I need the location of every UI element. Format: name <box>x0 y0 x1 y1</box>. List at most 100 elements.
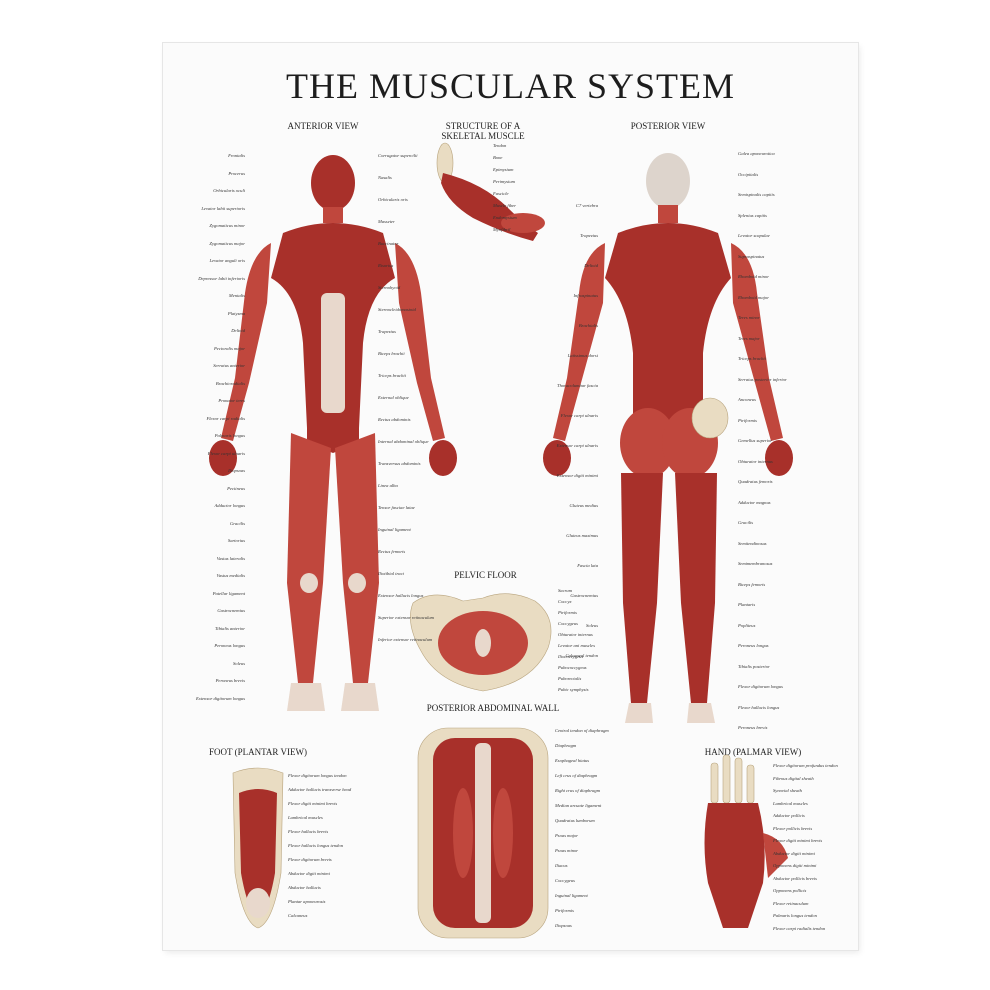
posterior-right-label: Supraspinatus <box>738 253 765 259</box>
anterior-left-label: Zygomaticus major <box>209 240 245 246</box>
abdominal-label: Quadratus lumborum <box>555 818 595 823</box>
foot-label: Flexor digitorum brevis <box>288 857 332 862</box>
structure-label: Endomysium <box>493 215 517 220</box>
anterior-left-label: Extensor digitorum longus <box>196 695 245 701</box>
hand-label: Abductor digiti minimi <box>773 850 815 856</box>
anterior-left-label: Levator anguli oris <box>209 258 245 263</box>
posterior-left-label: Thoracolumbar fascia <box>557 383 598 388</box>
anterior-left-label: Flexor carpi ulnaris <box>207 450 245 456</box>
posterior-left-label: Soleus <box>586 623 598 628</box>
posterior-right-label: Rhomboid major <box>738 294 770 300</box>
anterior-left-label: Tibialis anterior <box>215 625 245 631</box>
anterior-left-label: Palmaris longus <box>214 433 245 438</box>
posterior-abdominal-wall-heading: POSTERIOR ABDOMINAL WALL <box>426 703 560 713</box>
posterior-right-label: Tibialis posterior <box>738 663 770 669</box>
posterior-right-label: Splenius capitis <box>738 212 767 218</box>
anterior-left-label: Brachioradialis <box>215 380 245 386</box>
posterior-right-label: Levator scapulae <box>738 233 770 238</box>
anterior-left-label: Peroneus brevis <box>215 678 245 683</box>
anterior-right-label: Tensor fasciae latae <box>378 505 415 510</box>
anterior-left-label: Serratus anterior <box>213 363 245 368</box>
abdominal-label: Diaphragm <box>555 743 577 748</box>
anterior-right-label: Transversus abdominis <box>378 461 421 466</box>
anterior-left-label: Sartorius <box>227 538 245 543</box>
anterior-right-label: External oblique <box>378 395 409 400</box>
abdominal-label: Psoas minor <box>555 848 579 853</box>
pelvic-label: Coccyx <box>558 599 572 604</box>
anterior-right-label: Sternocleidomastoid <box>378 307 416 312</box>
posterior-figure <box>543 153 793 723</box>
structure-label: Fascicle <box>493 191 509 196</box>
anterior-right-label: Inguinal ligament <box>378 527 411 532</box>
structure-label: Epimysium <box>493 167 514 172</box>
abdominal-label: Central tendon of diaphragm <box>555 728 609 733</box>
anterior-right-label: Triceps brachii <box>378 373 406 378</box>
anterior-left-label: Zygomaticus minor <box>209 223 245 228</box>
posterior-left-label: Brachialis <box>578 323 598 328</box>
hand-label: Opponens digiti minimi <box>773 863 817 868</box>
posterior-right-label: Adductor magnus <box>738 499 771 505</box>
foot-label: Flexor hallucis longus tendon <box>288 843 343 848</box>
anterior-right-label: Iliotibial tract <box>378 571 404 576</box>
posterior-right-label: Obturator internus <box>738 458 773 464</box>
pelvic-label: Iliococcygeus <box>558 654 584 659</box>
anatomy-illustrations <box>209 142 793 939</box>
posterior-right-label: Anconeus <box>738 397 756 402</box>
posterior-right-label: Flexor digitorum longus <box>738 684 783 689</box>
anterior-left-label: Peroneus longus <box>214 643 245 648</box>
posterior-left-label: Gastrocnemius <box>570 593 598 598</box>
posterior-right-label: Serratus posterior inferior <box>738 376 787 382</box>
foot-label: Lumbrical muscles <box>288 815 323 820</box>
posterior-left-label: Trapezius <box>580 233 598 238</box>
anterior-left-label: Pectineus <box>227 485 245 491</box>
structure-label: Tendon <box>493 143 507 148</box>
hand-palmar-illustration <box>704 754 788 928</box>
anterior-right-label: Linea alba <box>378 483 398 488</box>
anterior-left-label: Pectoralis major <box>213 345 245 351</box>
anterior-left-label: Vastus lateralis <box>216 555 245 561</box>
hand-label: Flexor digitorum profundus tendon <box>773 763 838 768</box>
posterior-left-label: Extensor carpi ulnaris <box>556 443 598 448</box>
anatomy-poster: THE MUSCULAR SYSTEM ANTERIOR VIEW STRUCT… <box>163 43 858 950</box>
posterior-left-label: Deltoid <box>584 263 598 268</box>
structure-label: Bone <box>493 155 503 160</box>
abdominal-label: Left crus of diaphragm <box>555 773 598 778</box>
posterior-right-label: Semitendinosus <box>738 540 767 546</box>
posterior-right-label: Popliteus <box>738 622 756 628</box>
foot-label: Adductor hallucis transverse head <box>288 787 352 792</box>
anterior-left-label: Pronator teres <box>218 398 245 403</box>
hand-label: Fibrous digital sheath <box>773 775 814 781</box>
posterior-right-label: Semimembranosus <box>738 561 773 566</box>
skeletal-muscle-heading: STRUCTURE OF A SKELETAL MUSCLE <box>423 121 543 141</box>
hand-label: Flexor digiti minimi brevis <box>773 838 823 843</box>
pelvic-floor-illustration <box>410 593 552 692</box>
anterior-right-label: Internal abdominal oblique <box>378 439 429 444</box>
pelvic-label: Piriformis <box>558 610 577 615</box>
posterior-abdominal-wall-illustration <box>417 727 549 939</box>
pelvic-floor-heading: PELVIC FLOOR <box>454 570 517 580</box>
hand-label: Flexor carpi radialis tendon <box>773 925 826 931</box>
foot-label: Calcaneus <box>288 913 308 918</box>
anterior-left-label: Frontalis <box>228 153 245 158</box>
skeletal-muscle-heading-line1: STRUCTURE OF A <box>445 121 521 131</box>
anterior-left-label: Gastrocnemius <box>217 608 245 613</box>
posterior-right-label: Biceps femoris <box>738 581 766 587</box>
posterior-right-label: Peroneus longus <box>738 643 769 648</box>
abdominal-label: Iliopsoas <box>555 923 572 928</box>
posterior-left-label: Extensor digiti minimi <box>556 473 598 478</box>
hand-palmar-view-heading: HAND (PALMAR VIEW) <box>704 747 802 757</box>
anterior-left-label: Iliopsoas <box>228 468 245 473</box>
anterior-left-label: Flexor carpi radialis <box>206 415 245 421</box>
anterior-right-label: Masseter <box>378 219 395 224</box>
anterior-right-label: Inferior extensor retinaculum <box>378 637 433 642</box>
anterior-left-label: Mentalis <box>228 293 245 298</box>
posterior-right-label: Teres minor <box>738 315 760 320</box>
posterior-left-label: Gluteus medius <box>569 503 598 508</box>
abdominal-label: Right crus of diaphragm <box>555 788 601 793</box>
posterior-right-label: Plantaris <box>738 602 756 607</box>
posterior-right-label: Teres major <box>738 335 760 341</box>
anterior-left-label: Depressor labii inferioris <box>198 275 245 281</box>
anterior-right-label: Buccinator <box>378 241 399 246</box>
posterior-right-label: Semispinalis capitis <box>738 192 775 197</box>
structure-label: Muscle fiber <box>493 203 517 208</box>
